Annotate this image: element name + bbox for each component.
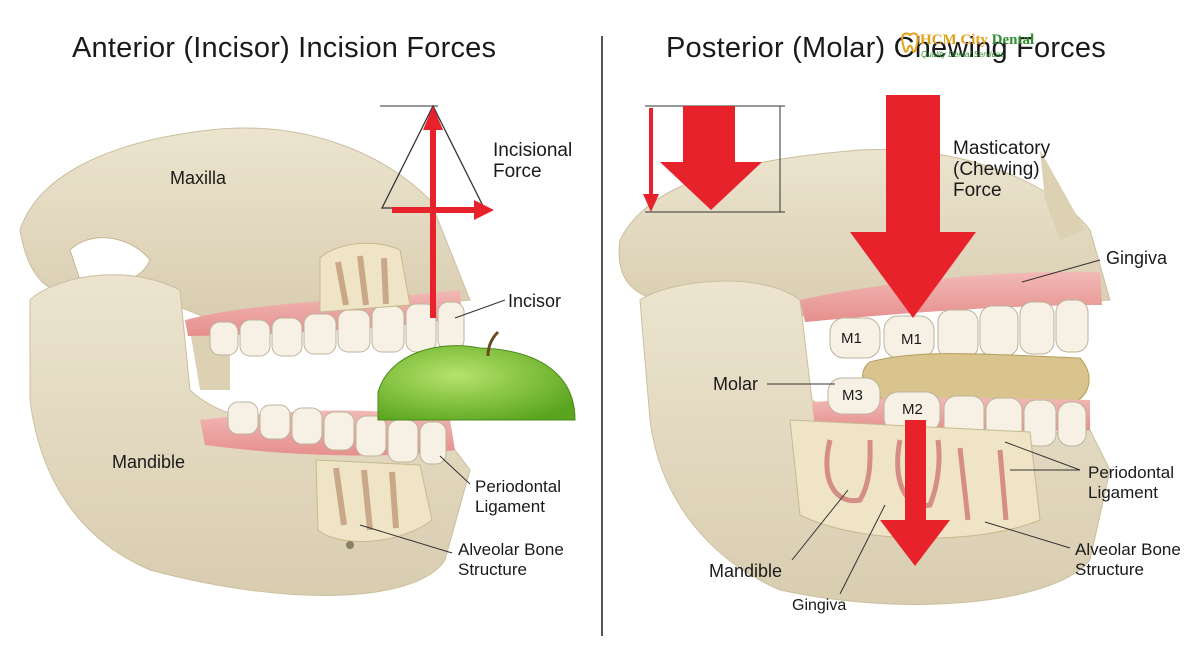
label-right-alveolar-bone: Alveolar Bone Structure: [1075, 540, 1181, 580]
left-panel-title: Anterior (Incisor) Incision Forces: [72, 32, 497, 64]
watermark-logo: HCM City Dental Quality Dental Services: [900, 32, 1034, 59]
label-masticatory-line2: (Chewing): [953, 159, 1040, 180]
label-incisor: Incisor: [508, 291, 562, 311]
label-left-periodontal-ligament: Periodontal Ligament: [475, 477, 561, 517]
label-molar: Molar: [713, 374, 759, 394]
label-left-pdl-line2: Ligament: [475, 497, 545, 516]
label-left-alveolar-bone: Alveolar Bone Structure: [458, 540, 564, 580]
label-right-alveolar-line2: Structure: [1075, 560, 1144, 579]
left-upper-teeth: [209, 301, 465, 357]
label-right-alveolar-line1: Alveolar Bone: [1075, 540, 1181, 559]
tooth-label-m3: M3: [842, 387, 863, 404]
left-lower-root-window: [315, 459, 433, 549]
right-panel-title: Posterior (Molar) Chewing Forces: [666, 32, 1106, 64]
label-right-periodontal-ligament: Periodontal Ligament: [1088, 463, 1174, 503]
right-leader-lines: [767, 259, 1101, 595]
watermark-name: HCM City Dental: [920, 32, 1034, 49]
apple: [377, 330, 576, 421]
label-right-mandible: Mandible: [709, 561, 783, 581]
label-right-pdl-line1: Periodontal: [1088, 463, 1175, 482]
masticatory-force-arrows: [643, 95, 976, 566]
label-incisional-force-line1: Incisional: [493, 140, 573, 161]
left-lower-teeth: [227, 401, 447, 465]
watermark-name-part2: Dental: [991, 32, 1035, 48]
label-left-alveolar-line2: Structure: [458, 560, 527, 579]
label-masticatory-line3: Force: [953, 180, 1002, 201]
tooth-label-m1-a: M1: [841, 330, 862, 347]
watermark-tagline: Quality Dental Services: [921, 50, 1005, 59]
panel-divider: [601, 36, 603, 636]
incisional-force-arrows: [380, 104, 494, 318]
right-upper-gum: [800, 271, 1102, 322]
left-upper-root-window: [319, 242, 411, 313]
label-masticatory-force: Masticatory (Chewing) Force: [953, 138, 1050, 201]
right-upper-teeth: [829, 299, 1089, 359]
tooth-label-m2: M2: [902, 401, 923, 418]
tooth-label-m1-b: M1: [901, 331, 922, 348]
label-left-pdl-line1: Periodontal: [475, 477, 562, 496]
label-incisional-force: Incisional Force: [493, 140, 572, 182]
tooth-logo-icon: [901, 32, 919, 53]
label-incisional-force-line2: Force: [493, 161, 542, 182]
label-maxilla: Maxilla: [170, 168, 227, 188]
label-left-mandible: Mandible: [112, 452, 186, 472]
left-leader-lines: [359, 299, 506, 554]
label-gingiva-top: Gingiva: [1106, 248, 1168, 268]
watermark-name-part1: HCM City: [920, 32, 988, 48]
label-gingiva-bottom: Gingiva: [792, 597, 847, 614]
label-masticatory-line1: Masticatory: [953, 138, 1051, 159]
label-left-alveolar-line1: Alveolar Bone: [458, 540, 564, 559]
label-right-pdl-line2: Ligament: [1088, 483, 1158, 502]
